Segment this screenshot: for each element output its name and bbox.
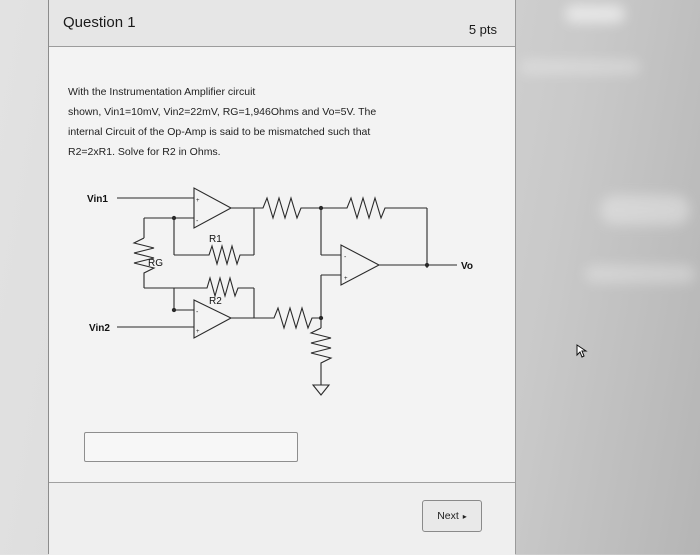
opamp-diff-plus: + [344,276,348,282]
opamp-diff-minus: - [344,254,347,261]
question-line: R2=2xR1. Solve for R2 in Ohms. [68,146,221,158]
question-title: Question 1 [63,14,136,31]
resistor-r1 [204,243,254,267]
ground-icon [311,384,331,396]
opamp-top-plus: + [196,198,200,204]
instrumentation-amplifier-diagram: Vin1 + - R1 RG R2 - [87,187,473,396]
resistor-feedback-diff [321,196,427,220]
mouse-cursor-icon [576,344,588,358]
answer-input[interactable] [84,432,298,462]
opamp-bottom-plus: + [196,329,200,335]
question-line: internal Circuit of the Op-Amp is said t… [68,126,371,138]
question-line: With the Instrumentation Amplifier circu… [68,86,256,98]
vin1-label: Vin1 [87,194,108,205]
resistor-ground [309,327,333,385]
question-line: shown, Vin1=10mV, Vin2=22mV, RG=1,946Ohm… [68,106,377,118]
r1-label: R1 [209,234,222,245]
opamp-diff [340,244,381,286]
next-button[interactable]: Next ▸ [422,500,482,532]
vo-label: Vo [461,261,473,272]
arrow-right-icon: ▸ [462,511,467,521]
resistor-rg [132,237,156,288]
question-text: With the Instrumentation Amplifier circu… [68,82,488,162]
question-card: Question 1 5 pts With the Instrumentatio… [48,0,516,555]
question-header: Question 1 5 pts [49,0,515,47]
question-footer: Next ▸ [49,482,515,555]
node [424,262,430,268]
opamp-bottom [193,299,233,339]
resistor-bottom-out [254,306,321,330]
next-label: Next [437,510,459,522]
resistor-r2 [204,275,254,299]
opamp-top [193,187,233,229]
question-points: 5 pts [468,22,497,37]
resistor-top-out [254,196,321,220]
rg-label: RG [148,258,163,269]
opamp-bottom-minus: - [196,309,199,316]
opamp-top-minus: - [196,218,199,225]
vin2-label: Vin2 [89,323,110,334]
r2-label: R2 [209,296,222,307]
